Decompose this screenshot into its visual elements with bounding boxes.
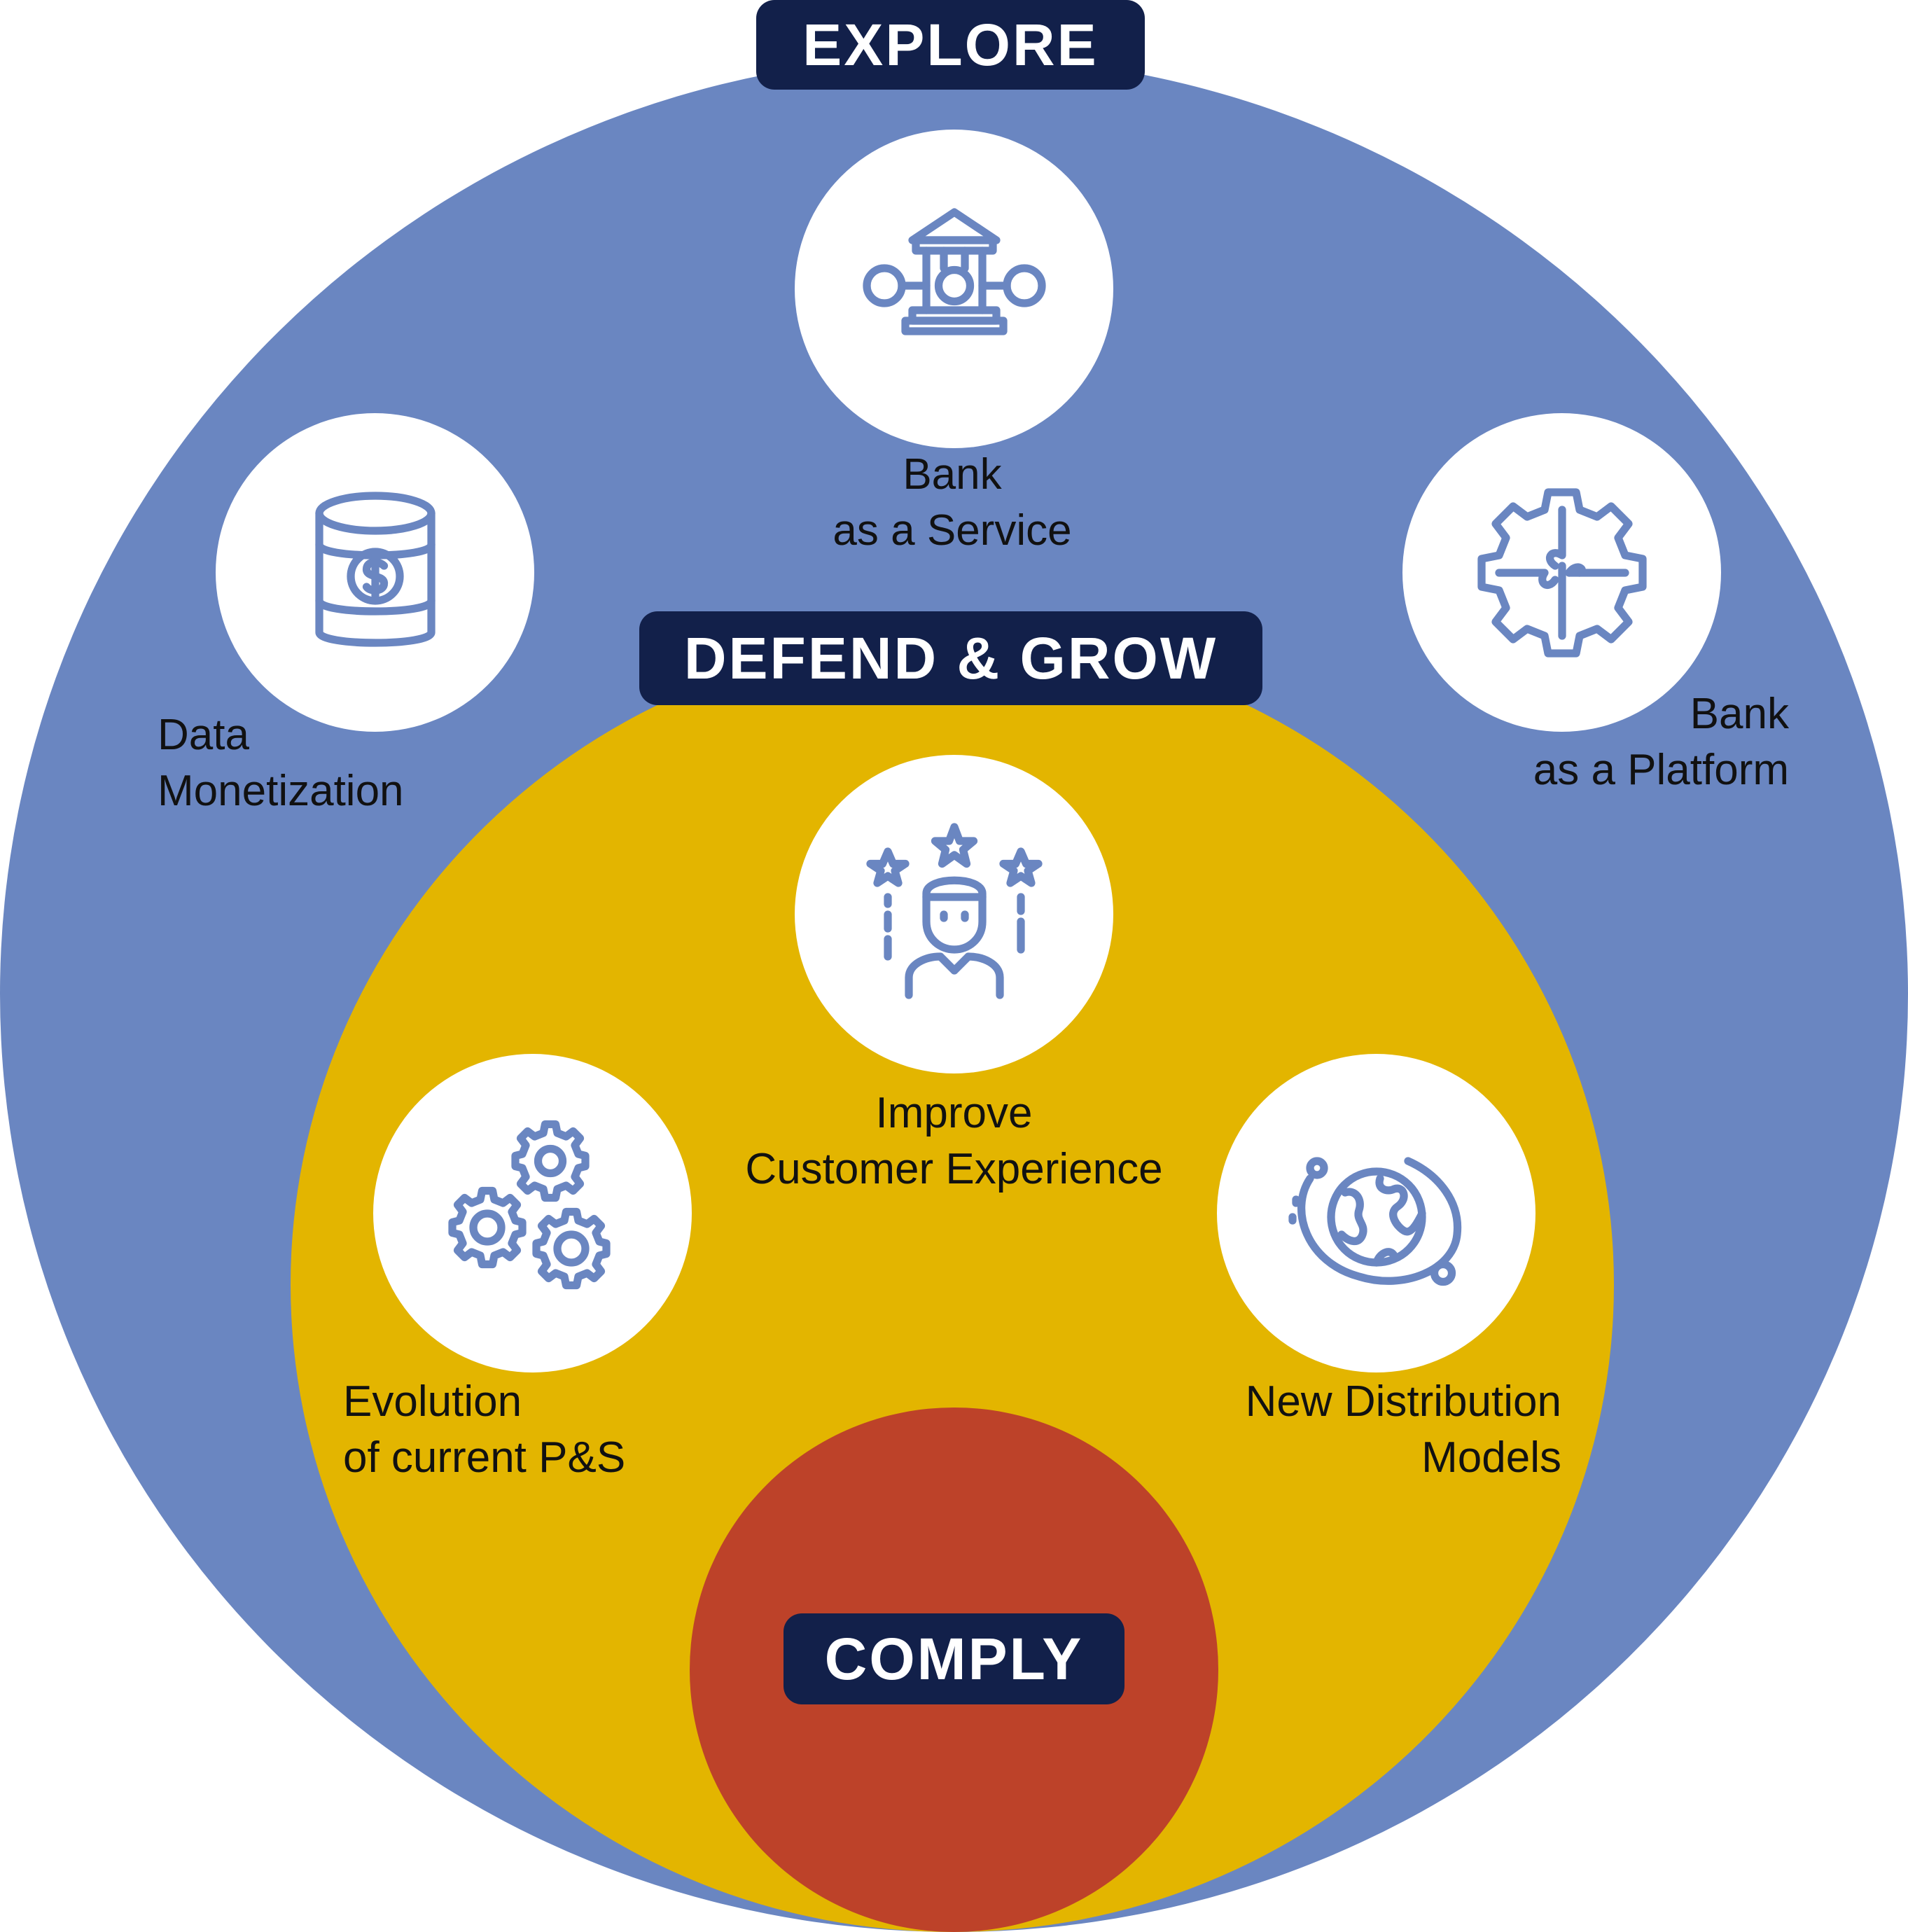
evolution-line1: Evolution: [343, 1377, 522, 1426]
evolution-label: Evolution of current P&S: [343, 1374, 763, 1486]
distribution-icon-circle: [1217, 1054, 1536, 1372]
explore-badge: EXPLORE: [756, 0, 1145, 90]
evolution-icon-circle: [373, 1054, 692, 1372]
customer-experience-line1: Improve: [875, 1089, 1033, 1137]
data-monetization-label: Data Monetization: [158, 707, 578, 819]
evolution-line2: of current P&S: [343, 1433, 626, 1482]
puzzle-gear-icon: [1477, 487, 1647, 658]
distribution-label: New Distribution Models: [1141, 1374, 1561, 1486]
data-monetization-icon-circle: [216, 413, 534, 732]
defend-grow-badge: DEFEND & GROW: [639, 611, 1262, 705]
customer-experience-label: Improve Customer Experience: [686, 1085, 1222, 1197]
gears-icon: [447, 1120, 611, 1289]
bank-service-line2: as a Service: [833, 506, 1072, 555]
bank-icon: [862, 207, 1046, 335]
data-monetization-line2: Monetization: [158, 767, 404, 815]
bank-platform-line2: as a Platform: [1533, 746, 1789, 794]
globe-orbit-icon: [1288, 1156, 1461, 1286]
comply-badge: COMPLY: [784, 1613, 1124, 1704]
bank-service-icon-circle: [795, 130, 1113, 448]
bank-platform-icon-circle: [1402, 413, 1721, 732]
customer-stars-icon: [865, 822, 1043, 999]
distribution-line1: New Distribution: [1245, 1377, 1561, 1426]
database-dollar-icon: [314, 491, 436, 647]
bank-service-label: Bank as a Service: [774, 447, 1131, 559]
distribution-line2: Models: [1421, 1433, 1561, 1482]
customer-experience-line2: Customer Experience: [745, 1145, 1163, 1193]
bank-platform-line1: Bank: [1690, 690, 1789, 738]
bank-platform-label: Bank as a Platform: [1369, 686, 1789, 798]
data-monetization-line1: Data: [158, 711, 249, 759]
bank-service-line1: Bank: [903, 450, 1002, 499]
customer-experience-icon-circle: [795, 755, 1113, 1073]
